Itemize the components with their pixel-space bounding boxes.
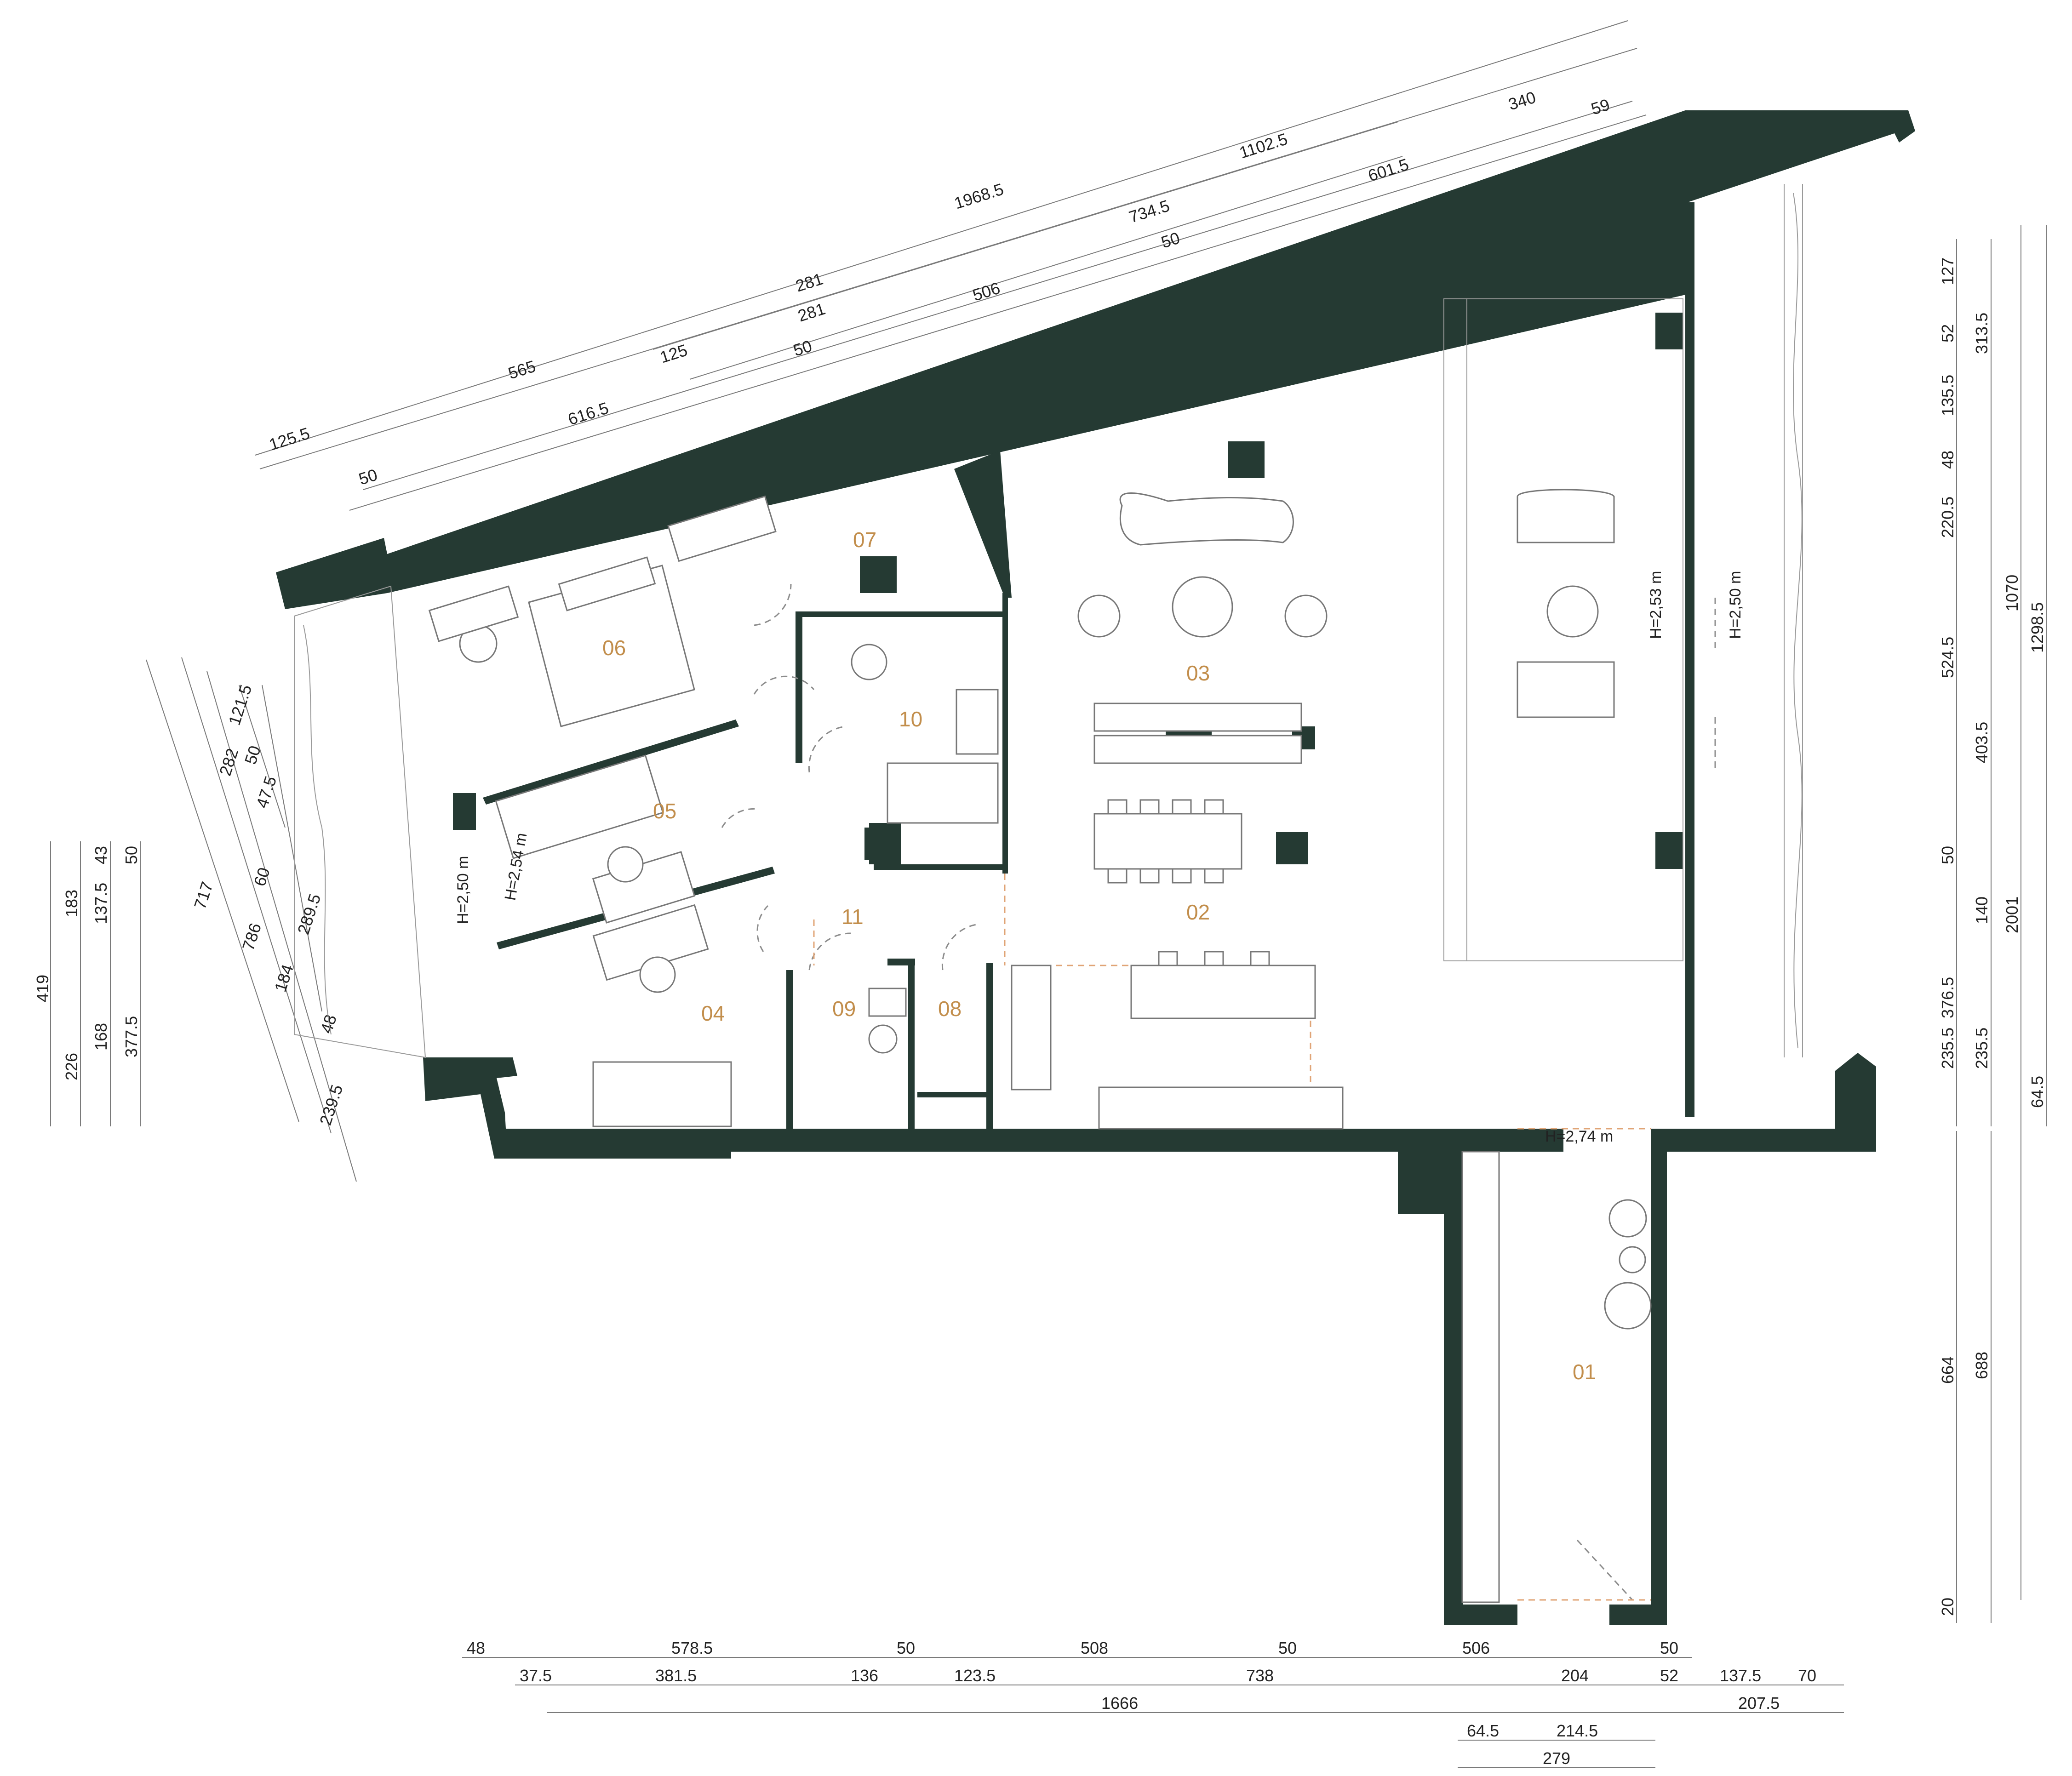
dim-top-340: 340 — [1506, 87, 1538, 114]
dim-left-377: 377.5 — [122, 1016, 141, 1057]
room-05-label: 05 — [653, 799, 676, 823]
dim-top-125: 125 — [658, 340, 690, 366]
dim-bottom-52: 52 — [1660, 1666, 1678, 1685]
dim-right-64: 64.5 — [2028, 1076, 2047, 1108]
dim-bottom-204: 204 — [1561, 1666, 1589, 1685]
room-02-label: 02 — [1186, 900, 1210, 924]
room-10-label: 10 — [899, 707, 922, 731]
dim-right-20: 20 — [1938, 1598, 1957, 1616]
dim-right-135: 135.5 — [1938, 375, 1957, 416]
dim-left-50b: 50 — [122, 846, 141, 864]
height-label-window: H=2,50 m — [1727, 571, 1744, 639]
dim-bottom-64: 64.5 — [1467, 1721, 1499, 1740]
walls — [276, 110, 1915, 1625]
dim-top-50b: 50 — [791, 336, 814, 360]
dim-bottom-214: 214.5 — [1557, 1721, 1598, 1740]
dim-right-688: 688 — [1972, 1352, 1991, 1379]
dim-right-376: 376.5 — [1938, 977, 1957, 1018]
dim-right-235a: 235.5 — [1938, 1028, 1957, 1069]
glazing-lines — [294, 184, 1803, 1058]
dim-right-50: 50 — [1938, 846, 1957, 864]
furniture — [428, 489, 1652, 1603]
dim-bottom-279: 279 — [1543, 1749, 1570, 1768]
dim-top-565: 565 — [506, 356, 538, 383]
dim-left-419: 419 — [33, 975, 52, 1002]
dim-right-524: 524.5 — [1938, 637, 1957, 678]
left-dimensions — [50, 657, 357, 1182]
dim-top-601: 601.5 — [1366, 154, 1411, 185]
dim-bottom-738: 738 — [1246, 1666, 1274, 1685]
height-label-corridor: H=2,74 m — [1545, 1128, 1613, 1145]
dim-left-786: 786 — [239, 921, 265, 953]
dim-bottom-508: 508 — [1081, 1639, 1108, 1657]
dim-bottom-1666: 1666 — [1101, 1694, 1138, 1713]
dim-bottom-506: 506 — [1462, 1639, 1490, 1657]
room-03-label: 03 — [1186, 661, 1210, 685]
dim-left-183: 183 — [62, 890, 81, 917]
dim-right-235b: 235.5 — [1972, 1028, 1991, 1069]
dim-bottom-50b: 50 — [1278, 1639, 1297, 1657]
dim-right-664: 664 — [1938, 1356, 1957, 1384]
right-dimensions — [1956, 225, 2047, 1623]
dim-right-2001: 2001 — [2003, 897, 2021, 933]
dim-left-717: 717 — [190, 879, 217, 912]
dim-right-1298: 1298.5 — [2028, 602, 2047, 653]
dim-left-50: 50 — [241, 743, 264, 767]
dim-bottom-37: 37.5 — [520, 1666, 552, 1685]
dim-top-506: 506 — [970, 278, 1002, 304]
dim-top-281b: 281 — [796, 299, 828, 325]
dim-left-137: 137.5 — [92, 883, 110, 924]
dim-top-59: 59 — [1589, 95, 1612, 118]
dim-bottom-137: 137.5 — [1720, 1666, 1761, 1685]
dim-right-313: 313.5 — [1972, 313, 1991, 354]
doors — [721, 583, 1716, 1601]
dim-right-140: 140 — [1972, 897, 1991, 924]
dim-left-289: 289.5 — [294, 891, 325, 937]
dim-bottom-70: 70 — [1798, 1666, 1816, 1685]
dim-right-403: 403.5 — [1972, 722, 1991, 763]
room-01-label: 01 — [1573, 1360, 1596, 1384]
dim-bottom-50a: 50 — [897, 1639, 915, 1657]
room-04-label: 04 — [701, 1001, 725, 1025]
dim-bottom-123: 123.5 — [954, 1666, 996, 1685]
dim-left-226: 226 — [62, 1053, 81, 1080]
dim-top-50c: 50 — [356, 465, 380, 488]
dim-left-168: 168 — [92, 1023, 110, 1051]
dim-left-43: 43 — [92, 846, 110, 864]
room-07-label: 07 — [853, 528, 876, 552]
height-label-left: H=2,50 m — [454, 856, 472, 924]
dim-bottom-578: 578.5 — [671, 1639, 713, 1657]
dim-right-1070: 1070 — [2003, 575, 2021, 611]
dim-bottom-207: 207.5 — [1738, 1694, 1780, 1713]
dim-right-220: 220.5 — [1938, 497, 1957, 538]
dim-right-52: 52 — [1938, 324, 1957, 343]
dim-bottom-48: 48 — [467, 1639, 485, 1657]
dim-right-48: 48 — [1938, 451, 1957, 469]
bottom-dimensions — [462, 1657, 1844, 1768]
dim-top-281a: 281 — [793, 269, 825, 295]
room-labels: 01 02 03 04 05 06 07 08 09 10 11 — [602, 528, 1596, 1384]
room-11-label: 11 — [841, 905, 864, 929]
dim-bottom-136: 136 — [851, 1666, 878, 1685]
dim-left-239: 239.5 — [316, 1082, 347, 1127]
dim-top-734: 734.5 — [1127, 196, 1172, 226]
dim-left-48: 48 — [317, 1012, 340, 1036]
dim-left-47: 47.5 — [252, 774, 280, 810]
dim-top-1968: 1968.5 — [952, 179, 1006, 212]
dim-top-125-5: 125.5 — [267, 423, 312, 454]
dim-left-282: 282 — [216, 746, 242, 778]
room-06-label: 06 — [602, 636, 626, 660]
dim-bottom-381: 381.5 — [655, 1666, 697, 1685]
room-09-label: 09 — [832, 997, 856, 1021]
room-08-label: 08 — [938, 997, 962, 1021]
top-dimensions — [255, 20, 1647, 511]
dim-right-127: 127 — [1938, 257, 1957, 285]
dim-left-184: 184 — [271, 962, 298, 994]
height-label-left-2: H=2,54 m — [501, 832, 530, 902]
dim-bottom-50c: 50 — [1660, 1639, 1678, 1657]
height-label-balcony: H=2,53 m — [1647, 571, 1665, 639]
dim-top-616: 616.5 — [566, 398, 611, 428]
